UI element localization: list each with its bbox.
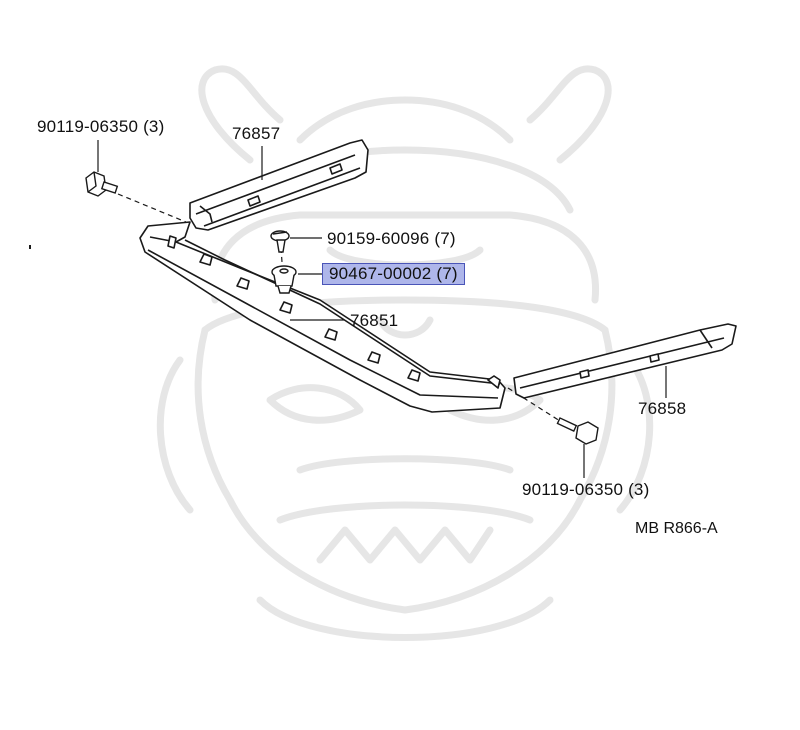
watermark-logo xyxy=(156,65,654,641)
leader-lines xyxy=(97,140,667,478)
callout-clip[interactable]: 90467-00002 (7) xyxy=(322,263,465,285)
stray-mark xyxy=(29,245,31,249)
left-bolt-part xyxy=(85,171,119,197)
callout-bolt-left[interactable]: 90119-06350 (3) xyxy=(37,117,165,136)
right-bolt-part xyxy=(556,417,599,445)
right-extension-part xyxy=(513,323,737,399)
diagram-reference-code: MB R866-A xyxy=(635,520,718,537)
callout-extension-left[interactable]: 76857 xyxy=(232,124,281,143)
screw-part xyxy=(270,230,290,253)
clip-part xyxy=(271,265,297,294)
callout-screw[interactable]: 90159-60096 (7) xyxy=(327,229,456,248)
callout-bolt-right[interactable]: 90119-06350 (3) xyxy=(522,480,650,499)
left-extension-part xyxy=(189,139,369,231)
callout-spoiler[interactable]: 76851 xyxy=(350,311,399,330)
callout-extension-right[interactable]: 76858 xyxy=(638,399,687,418)
front-spoiler-part xyxy=(139,221,506,413)
